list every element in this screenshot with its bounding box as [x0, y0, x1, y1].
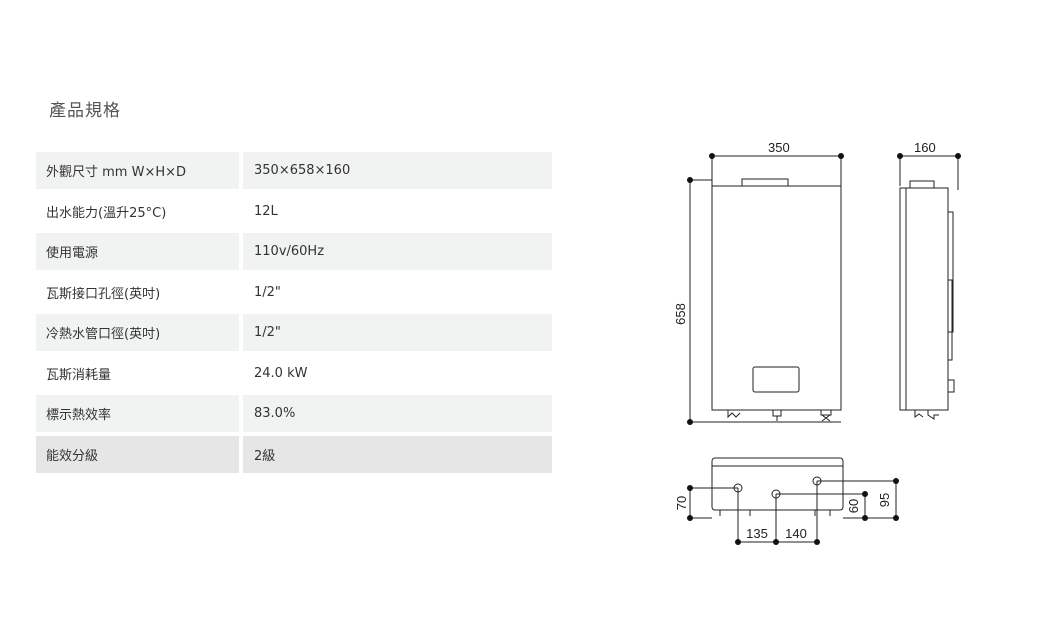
spec-label: 瓦斯接口孔徑(英吋)	[46, 286, 161, 302]
spec-row: 出水能力(溫升25°C) 12L	[36, 193, 552, 230]
spec-row: 冷熱水管口徑(英吋) 1/2"	[36, 314, 552, 351]
spec-value: 1/2"	[243, 314, 552, 351]
spec-value: 110v/60Hz	[243, 233, 552, 270]
gas-inlet-fitting	[727, 410, 741, 419]
heater-bottom-body	[711, 457, 844, 511]
top-flue-collar	[741, 178, 789, 187]
dimension-diagram: 350 160 658 70 135 140 60 95	[660, 130, 980, 564]
spec-label: 冷熱水管口徑(英吋)	[36, 314, 239, 351]
spec-row: 使用電源 110v/60Hz	[36, 233, 552, 270]
spec-label: 標示熱效率	[36, 395, 239, 432]
heater-front-body	[711, 185, 842, 411]
spec-label: 外觀尺寸 mm W×H×D	[36, 152, 239, 189]
spec-label: 能效分級	[36, 435, 239, 473]
side-fittings	[914, 410, 939, 420]
spec-label: 出水能力(溫升25°C)	[46, 205, 167, 221]
height-label: 658	[673, 303, 688, 325]
width-label: 350	[768, 140, 790, 155]
dimension-endpoints	[687, 153, 961, 545]
spec-value: 1/2"	[254, 284, 281, 300]
spec-value: 350×658×160	[243, 152, 552, 189]
bottom-right-offset-label: 95	[877, 493, 892, 507]
spacing-label-1: 135	[746, 526, 768, 541]
spec-table: 外觀尺寸 mm W×H×D 350×658×160 出水能力(溫升25°C) 1…	[36, 152, 552, 476]
spec-row: 能效分級 2級	[36, 435, 552, 473]
spec-value: 12L	[254, 203, 278, 219]
spec-label: 瓦斯消耗量	[46, 367, 112, 383]
bottom-left-offset-label: 70	[674, 496, 689, 510]
spec-value: 83.0%	[243, 395, 552, 432]
heater-side-body	[899, 187, 949, 411]
spec-row: 瓦斯消耗量 24.0 kW	[36, 355, 552, 392]
section-title: 產品規格	[49, 101, 121, 121]
spec-row: 瓦斯接口孔徑(英吋) 1/2"	[36, 274, 552, 311]
spec-value: 24.0 kW	[254, 365, 308, 381]
spec-value: 2級	[243, 435, 552, 473]
spec-row: 標示熱效率 83.0%	[36, 395, 552, 432]
depth-label: 160	[914, 140, 936, 155]
display-window	[752, 366, 800, 393]
spacing-label-2: 140	[785, 526, 807, 541]
bottom-mid-offset-label: 60	[846, 499, 861, 513]
spec-label: 使用電源	[36, 233, 239, 270]
heater-dimension-drawing: 350 160 658 70 135 140 60 95	[673, 140, 961, 545]
spec-row: 外觀尺寸 mm W×H×D 350×658×160	[36, 152, 552, 189]
